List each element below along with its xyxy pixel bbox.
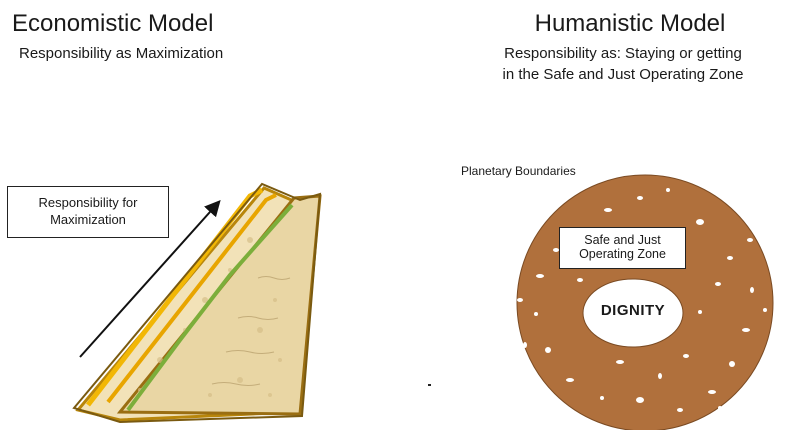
zone-line-1: Safe and Just [560, 233, 685, 247]
dignity-label: DIGNITY [583, 302, 683, 319]
zone-line-2: Operating Zone [560, 247, 685, 261]
safe-just-zone-box: Safe and Just Operating Zone [559, 227, 686, 269]
